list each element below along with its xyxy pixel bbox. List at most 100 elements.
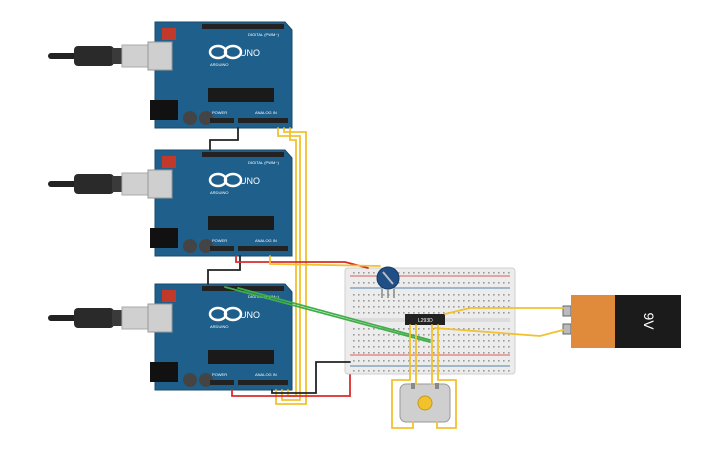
breadboard-hole — [428, 282, 430, 284]
breadboard-hole — [413, 346, 415, 348]
usb-cable-icon — [47, 306, 163, 330]
breadboard-hole — [443, 346, 445, 348]
breadboard-hole — [458, 306, 460, 308]
breadboard-hole — [428, 370, 430, 372]
breadboard-hole — [458, 346, 460, 348]
breadboard-hole — [378, 300, 380, 302]
breadboard-hole — [428, 346, 430, 348]
wire-yellow — [277, 127, 301, 401]
power-jack — [150, 362, 178, 382]
breadboard-hole — [463, 340, 465, 342]
breadboard-hole — [453, 294, 455, 296]
breadboard-hole — [423, 370, 425, 372]
breadboard-hole — [358, 312, 360, 314]
breadboard-hole — [363, 370, 365, 372]
potentiometer-icon[interactable] — [376, 266, 400, 298]
breadboard-hole — [383, 334, 385, 336]
breadboard-hole — [368, 312, 370, 314]
breadboard-hole — [423, 272, 425, 274]
board-model: UNO — [240, 48, 260, 58]
breadboard-hole — [478, 340, 480, 342]
breadboard-hole — [463, 352, 465, 354]
breadboard-hole — [503, 294, 505, 296]
breadboard-hole — [358, 346, 360, 348]
breadboard-hole — [443, 352, 445, 354]
breadboard-hole — [398, 272, 400, 274]
breadboard-hole — [508, 340, 510, 342]
breadboard-hole — [458, 340, 460, 342]
breadboard-hole — [423, 360, 425, 362]
arduino-board-1[interactable]: ARDUINO UNO DIGITAL (PWM~) POWER ANALOG … — [47, 21, 293, 129]
wire-black — [209, 127, 239, 151]
breadboard-hole — [433, 282, 435, 284]
usb-port — [147, 41, 173, 71]
l293d-chip[interactable]: L293D — [405, 314, 445, 325]
battery-icon[interactable]: 9V — [562, 295, 681, 348]
breadboard-hole — [458, 282, 460, 284]
breadboard-hole — [373, 300, 375, 302]
breadboard-hole — [413, 352, 415, 354]
arduino-board-2[interactable]: ARDUINO UNO DIGITAL (PWM~) POWER ANALOG … — [47, 149, 293, 257]
breadboard-hole — [408, 306, 410, 308]
breadboard-hole — [463, 306, 465, 308]
wire-red — [231, 374, 351, 397]
breadboard-hole — [398, 334, 400, 336]
reset-button[interactable] — [162, 290, 176, 302]
dc-motor-icon[interactable] — [399, 383, 451, 423]
breadboard-hole — [423, 346, 425, 348]
atmega-chip — [208, 350, 274, 364]
breadboard-hole — [383, 306, 385, 308]
breadboard-hole — [363, 282, 365, 284]
wire-yellow — [436, 324, 457, 429]
breadboard-hole — [418, 346, 420, 348]
breadboard-hole — [483, 346, 485, 348]
breadboard-hole — [468, 334, 470, 336]
breadboard-hole — [388, 334, 390, 336]
wire-black — [207, 255, 241, 285]
breadboard-hole — [403, 370, 405, 372]
breadboard-hole — [443, 312, 445, 314]
breadboard-hole — [413, 306, 415, 308]
breadboard-hole — [368, 306, 370, 308]
breadboard-hole — [368, 352, 370, 354]
breadboard-hole — [503, 334, 505, 336]
breadboard-hole — [448, 282, 450, 284]
breadboard-hole — [368, 334, 370, 336]
breadboard-hole — [403, 328, 405, 330]
breadboard-hole — [428, 334, 430, 336]
wires — [207, 127, 564, 429]
power-jack — [150, 228, 178, 248]
reset-button[interactable] — [162, 156, 176, 168]
breadboard-hole — [463, 282, 465, 284]
breadboard-hole — [433, 300, 435, 302]
breadboard-hole — [408, 328, 410, 330]
breadboard-hole — [398, 300, 400, 302]
breadboard-hole — [448, 306, 450, 308]
breadboard-hole — [493, 328, 495, 330]
breadboard-hole — [413, 272, 415, 274]
arduino-board-3[interactable]: ARDUINO UNO DIGITAL (PWM~) POWER ANALOG … — [47, 283, 293, 391]
board-brand: ARDUINO — [210, 324, 228, 329]
breadboard-hole — [393, 360, 395, 362]
breadboard-hole — [463, 328, 465, 330]
breadboard-hole — [403, 272, 405, 274]
breadboard-hole — [398, 360, 400, 362]
breadboard-hole — [458, 300, 460, 302]
breadboard-hole — [498, 282, 500, 284]
breadboard-hole — [453, 306, 455, 308]
breadboard-hole — [428, 328, 430, 330]
breadboard-hole — [418, 352, 420, 354]
breadboard-hole — [498, 360, 500, 362]
breadboard-hole — [478, 360, 480, 362]
reset-button[interactable] — [162, 28, 176, 40]
breadboard-hole — [478, 272, 480, 274]
breadboard-hole — [388, 306, 390, 308]
board-brand: ARDUINO — [210, 190, 228, 195]
breadboard-hole — [458, 272, 460, 274]
breadboard-hole — [388, 300, 390, 302]
breadboard-hole — [438, 294, 440, 296]
breadboard-hole — [413, 294, 415, 296]
breadboard-hole — [473, 370, 475, 372]
breadboard-hole — [373, 340, 375, 342]
